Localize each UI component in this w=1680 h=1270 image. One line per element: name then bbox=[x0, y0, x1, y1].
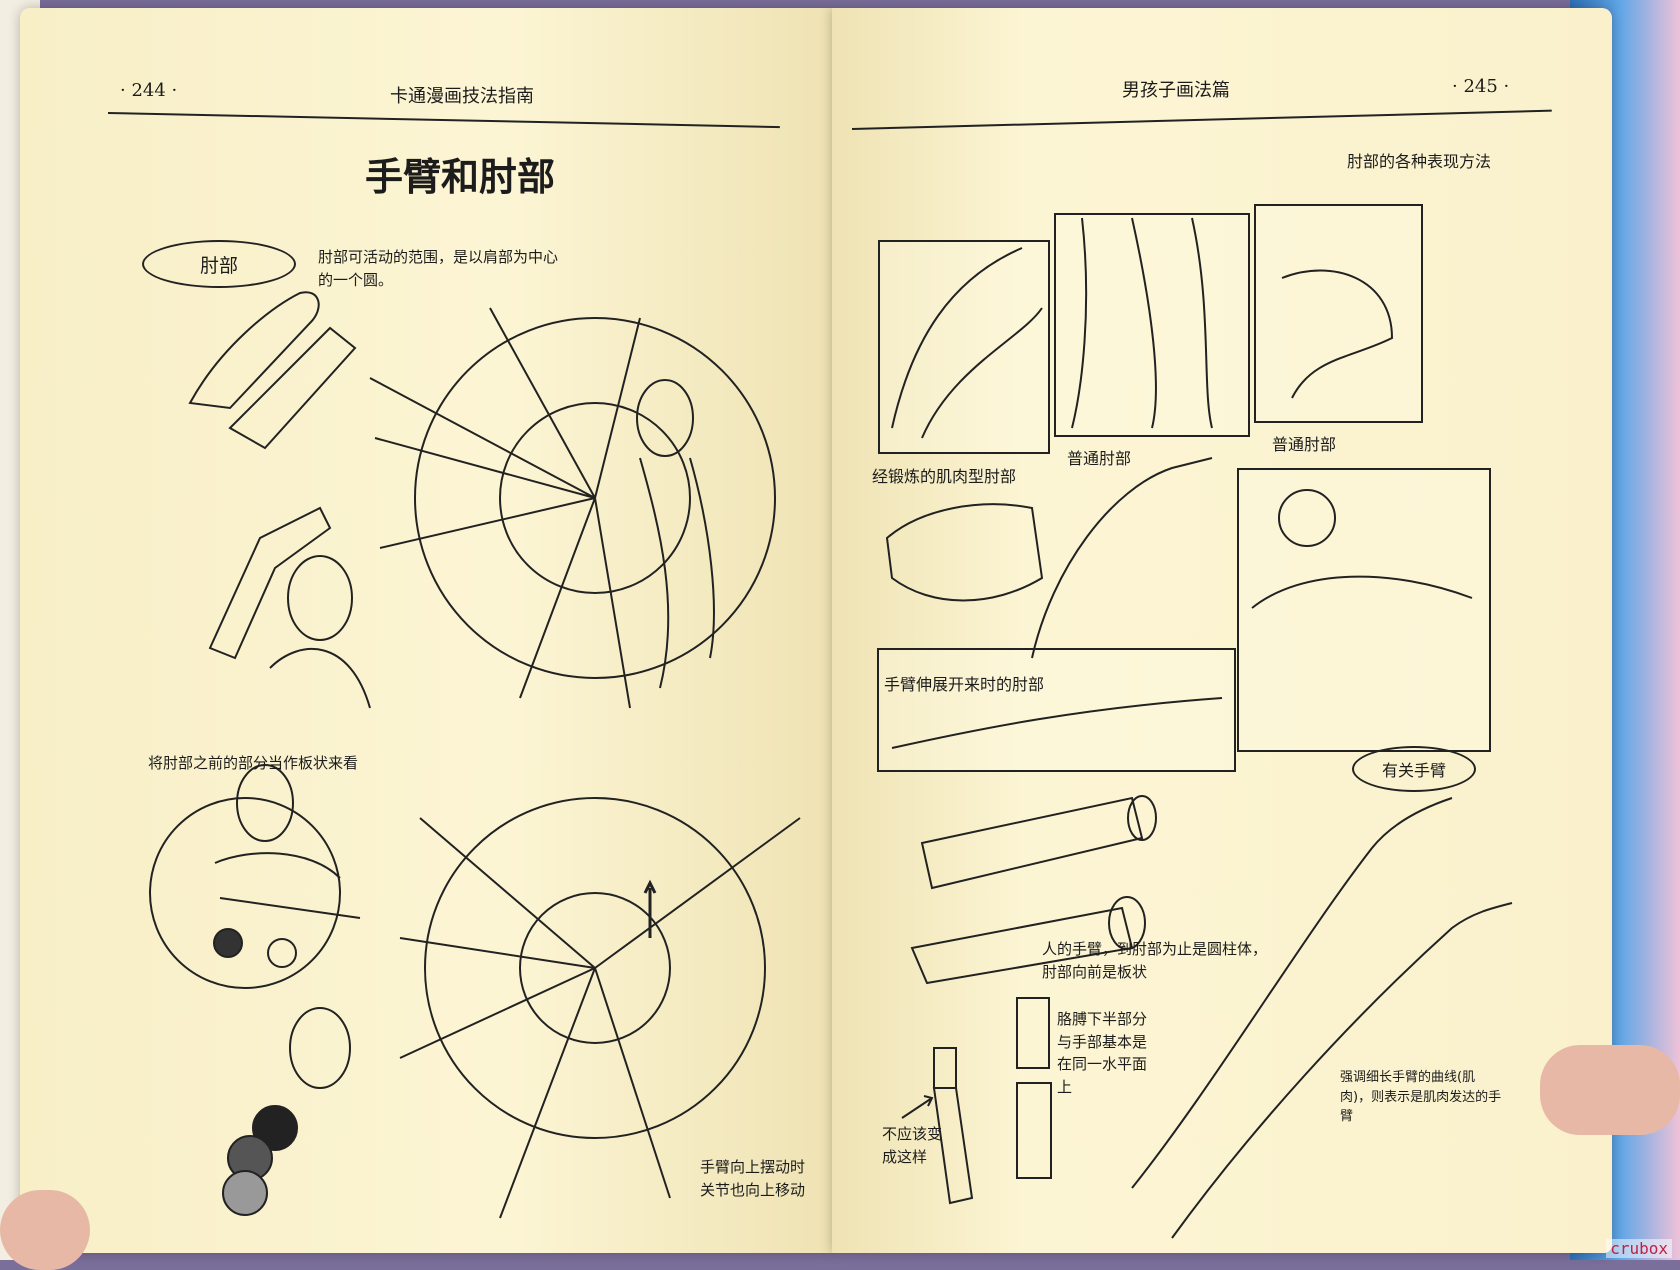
figure-head-2 bbox=[287, 555, 353, 641]
curve-caption: 强调细长手臂的曲线(肌肉)，则表示是肌肉发达的手臂 bbox=[1340, 1070, 1502, 1124]
back-figure-shoulders bbox=[1251, 575, 1473, 609]
wrong-arrow bbox=[901, 1095, 934, 1119]
arm-drawing-1 bbox=[188, 291, 320, 410]
board-block-2 bbox=[208, 506, 332, 660]
left-heading: 手臂和肘部 bbox=[365, 155, 556, 199]
elbow-oval-text: 肘部 bbox=[199, 254, 238, 277]
intro-caption: 肘部可活动的范围，是以肩部为中心的一个圆。 bbox=[318, 248, 559, 289]
wrong-caption: 不应该变成这样 bbox=[882, 1125, 943, 1166]
board-caption: 将肘部之前的部分当作板状来看 bbox=[148, 754, 359, 772]
arm-radii-1 bbox=[369, 307, 641, 709]
back-figure-head bbox=[1278, 489, 1336, 547]
cylinder-end-2 bbox=[1108, 896, 1146, 950]
elbow-oval-label: 肘部 bbox=[142, 240, 296, 288]
left-page-number: · 244 · bbox=[120, 80, 178, 101]
figure-body-1 bbox=[639, 457, 715, 689]
shoulder-joint-dark bbox=[213, 928, 243, 958]
inner-circle-1 bbox=[499, 402, 691, 594]
normal-arm-lines-1 bbox=[1071, 217, 1213, 429]
block-hand-wrong bbox=[932, 1087, 974, 1205]
right-section-heading: 肘部的各种表现方法 bbox=[1347, 152, 1492, 171]
block-forearm-correct bbox=[1016, 997, 1050, 1069]
cylinder-caption: 人的手臂，到肘部为止是圆柱体，肘部向前是板状 bbox=[1042, 940, 1268, 981]
figure-head-4 bbox=[289, 1007, 351, 1089]
range-circle-2 bbox=[149, 797, 341, 989]
figure-head-1 bbox=[636, 379, 694, 457]
trained-arm-lines bbox=[891, 247, 1043, 439]
figure-shoulders-2 bbox=[269, 647, 371, 709]
long-arm-upper bbox=[1131, 797, 1453, 1189]
right-page: 男孩子画法篇 · 245 · 肘部的各种表现方法 bbox=[832, 8, 1612, 1253]
extended-elbow-label: 手臂伸展开来时的肘部 bbox=[884, 675, 1045, 694]
muscle-arm-drawing bbox=[885, 503, 1044, 602]
about-arm-oval: 有关手臂 bbox=[1352, 746, 1476, 792]
right-running-title: 男孩子画法篇 bbox=[1122, 80, 1230, 101]
watermark: crubox bbox=[1606, 1239, 1672, 1258]
arm-radii-3 bbox=[399, 817, 801, 1219]
extended-arm-line bbox=[891, 697, 1223, 749]
cylinder-end-1 bbox=[1127, 795, 1157, 841]
left-illustrations bbox=[149, 291, 801, 1219]
trained-elbow-label: 经锻炼的肌肉型肘部 bbox=[872, 467, 1017, 486]
about-arm-oval-text: 有关手臂 bbox=[1381, 761, 1446, 780]
board-forearm-1 bbox=[920, 796, 1144, 890]
joint-dark-3 bbox=[222, 1170, 268, 1216]
block-hand-correct bbox=[1016, 1082, 1052, 1179]
right-illustrations bbox=[885, 217, 1513, 1239]
board-block-1 bbox=[228, 326, 357, 450]
figure-arms-3 bbox=[214, 852, 361, 919]
normal-arm-lines-2 bbox=[1281, 269, 1394, 399]
joint-dark-1 bbox=[252, 1105, 298, 1151]
elbow-joint-light bbox=[267, 938, 297, 968]
range-circle-3 bbox=[424, 797, 766, 1139]
panel-extended-elbow bbox=[877, 648, 1236, 772]
long-arm-lower bbox=[1171, 902, 1513, 1239]
range-circle-1 bbox=[414, 317, 776, 679]
left-page: · 244 · 卡通漫画技法指南 手臂和肘部 肘部 肘部可活动的范围，是以肩部为… bbox=[20, 8, 832, 1253]
normal-elbow-label-1: 普通肘部 bbox=[1067, 449, 1132, 468]
thumb-right bbox=[1540, 1045, 1680, 1135]
panel-normal-elbow-2 bbox=[1254, 204, 1423, 423]
normal-elbow-label-2: 普通肘部 bbox=[1272, 435, 1337, 454]
panel-trained-elbow bbox=[878, 240, 1050, 454]
figure-head-3 bbox=[236, 764, 294, 842]
flexed-arm-drawing bbox=[1031, 457, 1213, 659]
thumb-left bbox=[0, 1190, 90, 1270]
inner-circle-3 bbox=[519, 892, 671, 1044]
upward-arrow bbox=[643, 879, 657, 938]
left-running-title: 卡通漫画技法指南 bbox=[390, 86, 534, 107]
block-forearm-wrong bbox=[933, 1047, 957, 1089]
forearm-caption: 胳膊下半部分与手部基本是在同一水平面上 bbox=[1057, 1010, 1148, 1096]
swing-caption: 手臂向上摆动时关节也向上移动 bbox=[700, 1158, 806, 1199]
right-page-number: · 245 · bbox=[1452, 76, 1510, 97]
